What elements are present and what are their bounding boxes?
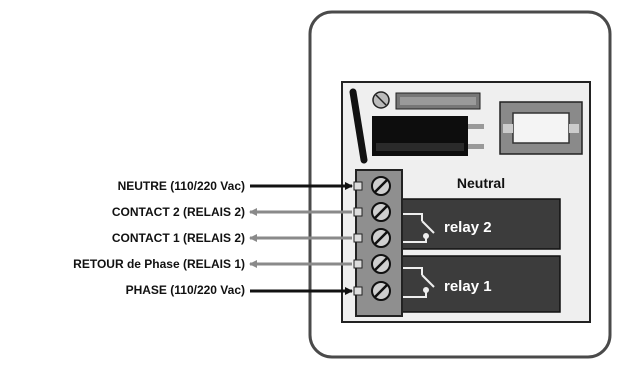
wire-label-neutre: NEUTRE (110/220 Vac) — [117, 179, 245, 193]
wire-label-phase: PHASE (110/220 Vac) — [125, 283, 245, 297]
screw-phase — [353, 281, 391, 301]
screw-retour-phase — [353, 254, 391, 274]
terminal-screws — [353, 176, 391, 301]
wire-label-contact-2: CONTACT 2 (RELAIS 2) — [111, 205, 245, 219]
antenna-wire — [349, 88, 368, 164]
screw-neutre — [353, 176, 391, 196]
wire-label-retour-phase: RETOUR de Phase (RELAIS 1) — [73, 257, 245, 271]
transformer-component — [499, 101, 583, 155]
relay-1-switch-icon — [402, 267, 435, 298]
black-module-component — [372, 116, 484, 156]
screw-contact-2 — [353, 202, 391, 222]
relay-2-body — [401, 198, 561, 250]
relay-2-label: relay 2 — [444, 219, 492, 236]
potentiometer-icon — [372, 91, 390, 109]
relay-1-label: relay 1 — [444, 278, 492, 295]
wire-label-contact-1: CONTACT 1 (RELAIS 2) — [111, 231, 245, 245]
relay-2-switch-icon — [402, 213, 435, 243]
wires — [249, 182, 353, 295]
screw-contact-1 — [353, 228, 391, 248]
neutral-label: Neutral — [457, 175, 505, 191]
chip-component — [395, 92, 481, 110]
